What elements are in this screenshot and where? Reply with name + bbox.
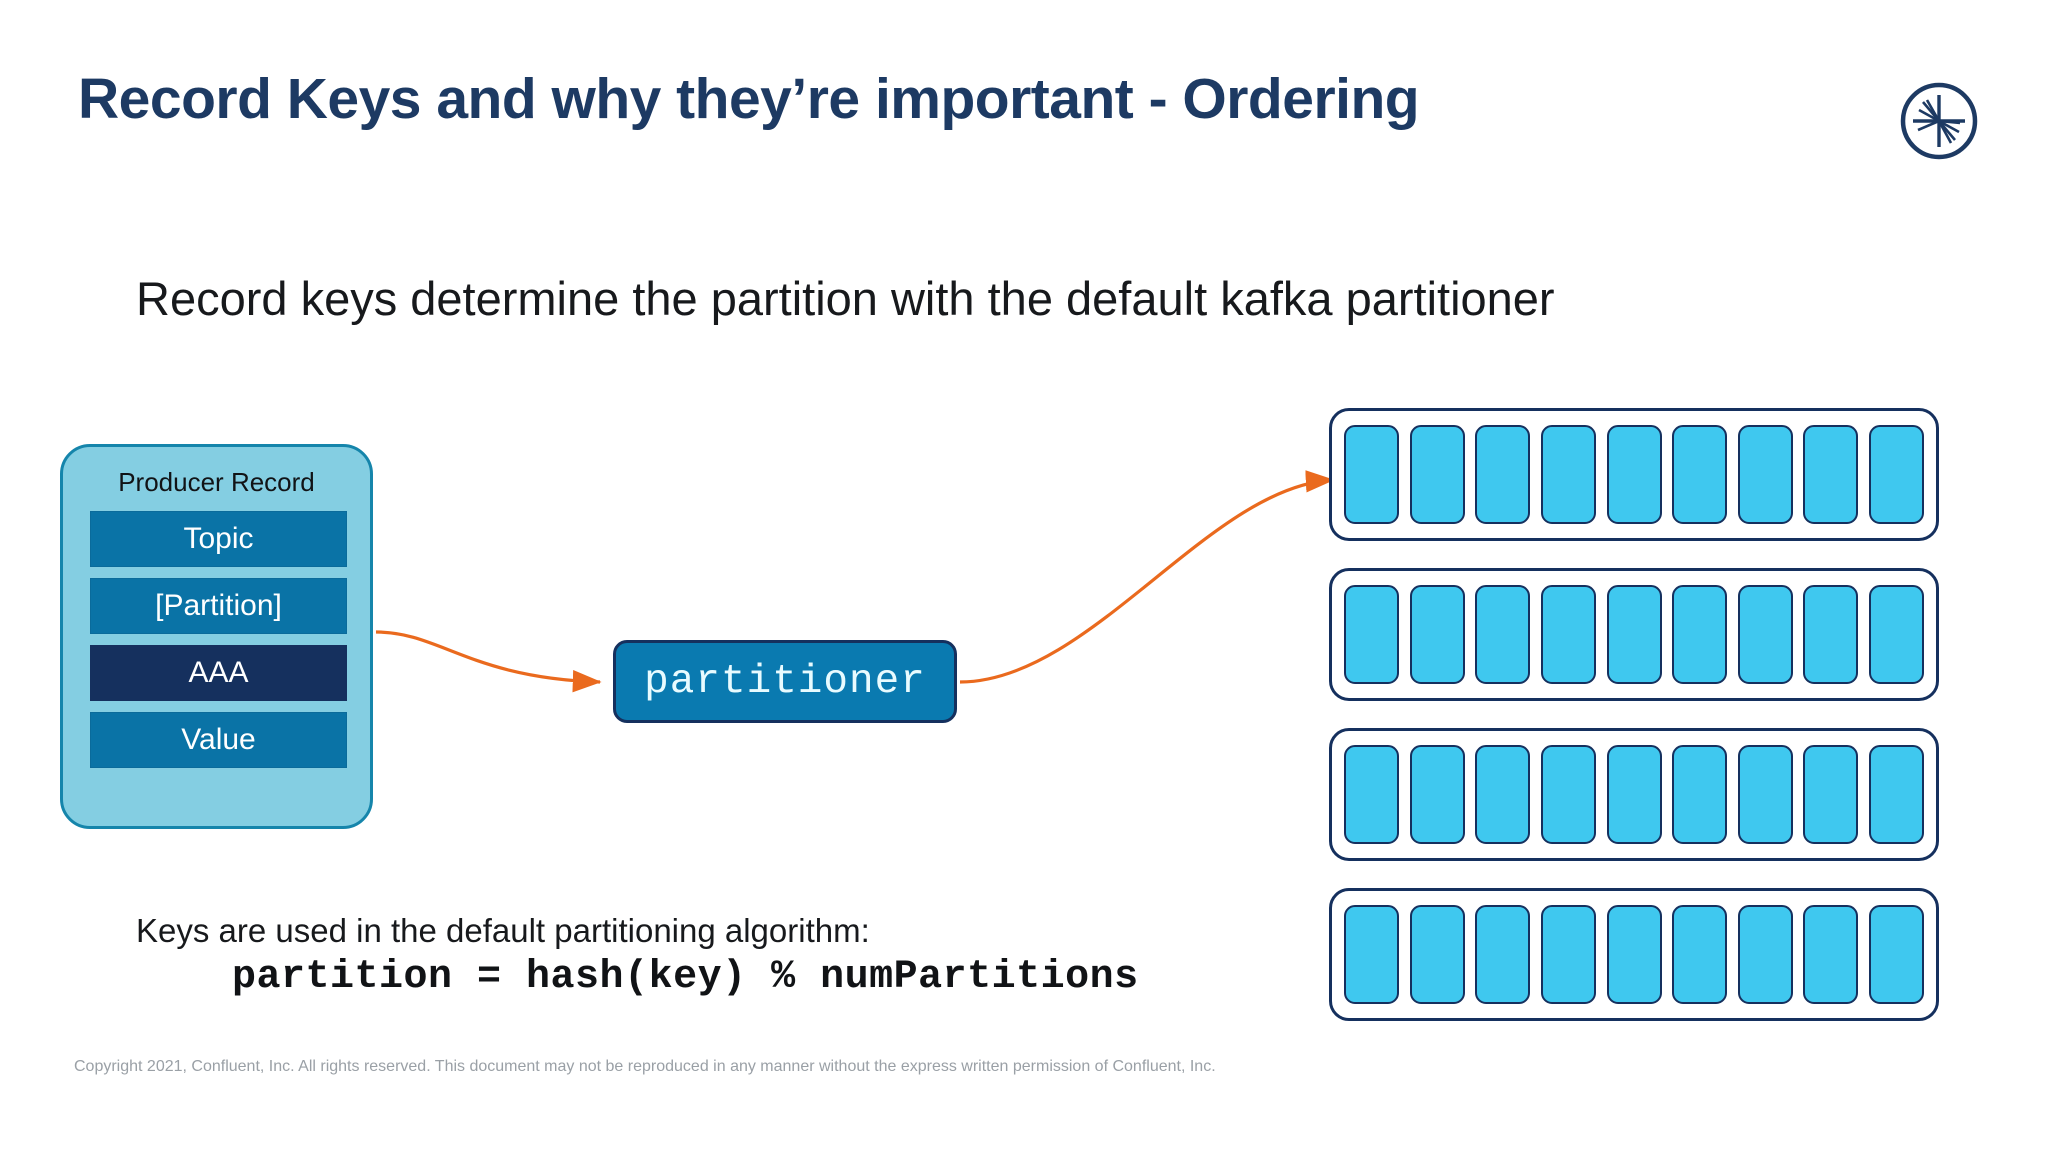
partition-cell (1475, 425, 1531, 524)
partition-cell (1606, 905, 1662, 1004)
partition-row-1 (1329, 408, 1939, 541)
partition-cell (1540, 905, 1596, 1004)
partition-cell (1737, 905, 1793, 1004)
partition-cell (1869, 585, 1924, 684)
record-field-key: AAA (90, 645, 347, 701)
partition-cell (1475, 585, 1531, 684)
producer-record-field-list: Topic [Partition] AAA Value (90, 511, 347, 779)
partition-cell (1344, 745, 1399, 844)
partition-cell (1344, 905, 1399, 1004)
producer-record-title: Producer Record (118, 467, 315, 497)
algorithm-formula: partition = hash(key) % numPartitions (232, 955, 1139, 1000)
lead-paragraph: Record keys determine the partition with… (136, 272, 1555, 325)
partition-cell (1475, 905, 1531, 1004)
partition-cell (1803, 585, 1859, 684)
partitioner-to-partition-arrow (959, 470, 1335, 684)
partition-row-2 (1329, 568, 1939, 701)
confluent-logo (1898, 80, 1980, 162)
algorithm-caption: Keys are used in the default partitionin… (136, 912, 870, 949)
record-field-label: Value (181, 723, 256, 756)
record-field-value: Value (90, 712, 347, 768)
record-field-label: [Partition] (155, 589, 282, 622)
partition-cell (1737, 745, 1793, 844)
partition-cell (1344, 585, 1399, 684)
partition-cell (1409, 585, 1465, 684)
partition-cell (1409, 425, 1465, 524)
partitions-group (1329, 408, 1939, 1048)
producer-record-card: Producer Record Topic [Partition] AAA Va… (60, 444, 373, 829)
partition-cell (1344, 425, 1399, 524)
partition-cell (1672, 585, 1728, 684)
partition-cell (1606, 745, 1662, 844)
partition-cell (1606, 585, 1662, 684)
partition-cell (1869, 745, 1924, 844)
partition-cell (1475, 745, 1531, 844)
page-title: Record Keys and why they’re important - … (78, 67, 1420, 131)
partition-cell (1540, 585, 1596, 684)
partition-cell (1409, 905, 1465, 1004)
partition-cell (1737, 585, 1793, 684)
partition-cell (1409, 745, 1465, 844)
partition-cell (1672, 425, 1728, 524)
record-field-label: Topic (183, 522, 254, 555)
partition-cell (1672, 745, 1728, 844)
partition-cell (1803, 745, 1859, 844)
copyright-footer: Copyright 2021, Confluent, Inc. All righ… (74, 1058, 1216, 1075)
partition-cell (1737, 425, 1793, 524)
partition-cell (1869, 905, 1924, 1004)
record-field-partition: [Partition] (90, 578, 347, 634)
partition-cell (1540, 425, 1596, 524)
partition-cell (1803, 905, 1859, 1004)
record-field-topic: Topic (90, 511, 347, 567)
partition-cell (1803, 425, 1859, 524)
partition-cell (1540, 745, 1596, 844)
record-field-label: AAA (188, 656, 249, 689)
record-to-partitioner-arrow (375, 630, 602, 693)
partition-cell (1869, 425, 1924, 524)
partition-row-4 (1329, 888, 1939, 1021)
partitioner-box: partitioner (613, 640, 957, 723)
partition-row-3 (1329, 728, 1939, 861)
partition-cell (1606, 425, 1662, 524)
partition-cell (1672, 905, 1728, 1004)
